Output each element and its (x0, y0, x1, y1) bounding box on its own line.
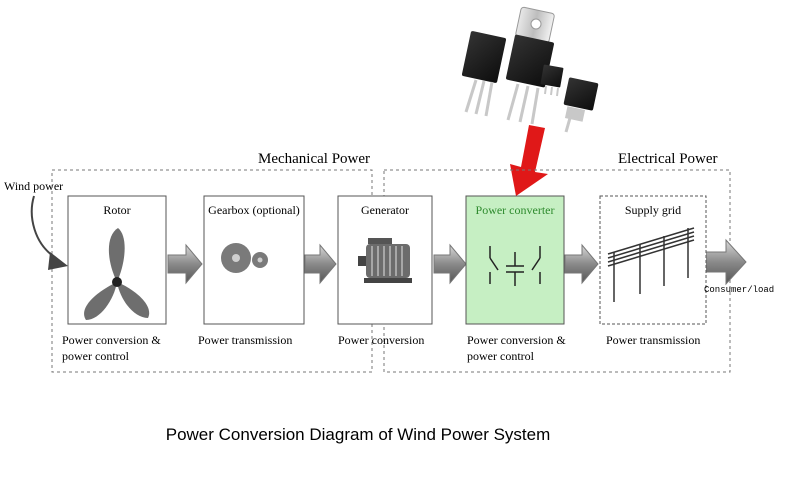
flow-arrow-icon (433, 243, 467, 285)
gearbox-desc: Power transmission (198, 333, 292, 347)
generator-title: Generator (361, 203, 409, 217)
generator-desc: Power conversion (338, 333, 424, 347)
power-converter-block: Power converter (465, 195, 565, 325)
supply-grid-block: Supply grid (599, 195, 707, 325)
fan-icon (84, 228, 150, 320)
grid-title: Supply grid (625, 203, 681, 217)
wind-power-label: Wind power (4, 179, 63, 193)
flow-arrow-icon (167, 243, 203, 285)
gearbox-title: Gearbox (optional) (208, 203, 300, 217)
smd-package-icon (540, 64, 564, 97)
rotor-desc-line2: power control (62, 349, 130, 363)
dpak-package-icon (563, 77, 599, 133)
flow-arrow-icon (564, 243, 599, 285)
flow-arrow-icon (304, 243, 337, 285)
diagram-caption: Power Conversion Diagram of Wind Power S… (166, 425, 551, 444)
rotor-desc-line1: Power conversion & (62, 333, 161, 347)
converter-desc-line1: Power conversion & (467, 333, 566, 347)
mechanical-power-label: Mechanical Power (258, 151, 370, 167)
converter-title: Power converter (476, 203, 555, 217)
switch-icon (489, 246, 541, 286)
motor-icon (358, 238, 412, 283)
pointer-arrow-icon (510, 125, 548, 196)
consumer-load-label: Consumer/load (704, 285, 774, 295)
power-line-icon (607, 227, 695, 302)
to220-tab-package-icon (506, 6, 555, 125)
flow-arrows (167, 238, 747, 286)
electrical-power-label: Electrical Power (618, 151, 718, 167)
rotor-title: Rotor (103, 203, 130, 217)
converter-desc-line2: power control (467, 349, 535, 363)
grid-desc: Power transmission (606, 333, 700, 347)
transistor-packages-icon (461, 6, 599, 133)
generator-block: Generator (337, 195, 433, 325)
wind-input-arrow-icon (30, 195, 68, 270)
gearbox-block: Gearbox (optional) (203, 195, 305, 325)
gears-icon (221, 243, 268, 273)
rotor-block: Rotor (67, 195, 167, 325)
flow-arrow-icon (705, 238, 747, 286)
to220-package-icon (461, 31, 507, 117)
